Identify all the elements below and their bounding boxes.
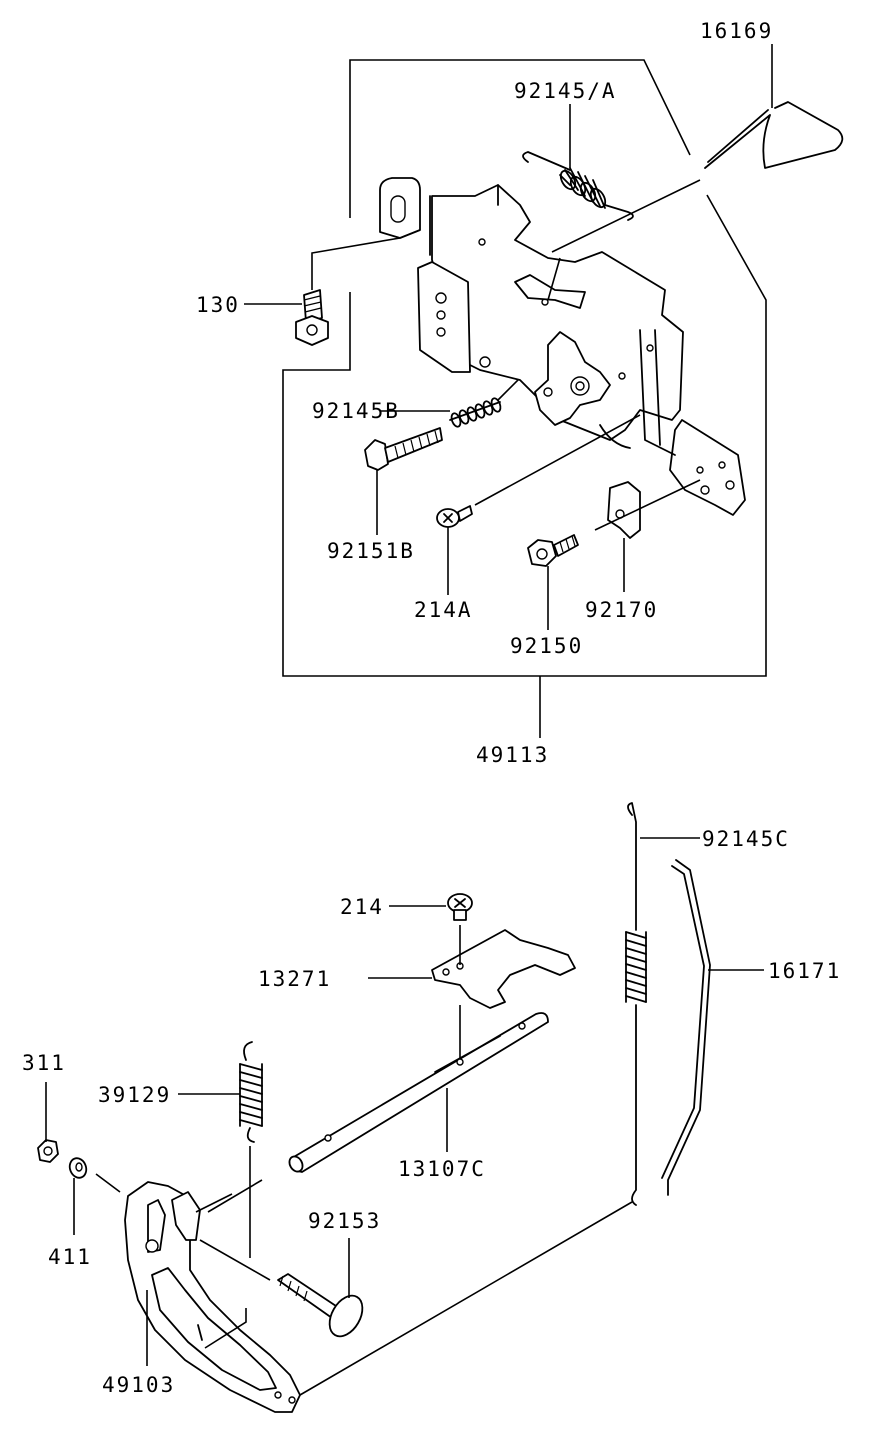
spring-92145b: [449, 397, 502, 428]
label-92150: 92150: [510, 634, 583, 658]
assembly-49113: [244, 44, 844, 738]
label-92145b: 92145B: [312, 399, 400, 423]
screw-214a: [436, 505, 473, 528]
bolt-130: [295, 289, 329, 346]
label-92170: 92170: [585, 598, 658, 622]
rod-16171: [661, 859, 711, 1196]
link-16169: [704, 101, 844, 169]
label-214: 214: [340, 895, 384, 919]
label-49103: 49103: [102, 1373, 175, 1397]
label-92145a: 92145/A: [514, 79, 617, 103]
label-13107c: 13107C: [398, 1157, 486, 1181]
label-92151b: 92151B: [327, 539, 415, 563]
label-311: 311: [22, 1051, 66, 1075]
label-16171: 16171: [768, 959, 841, 983]
spring-39129: [239, 1041, 263, 1143]
label-130: 130: [196, 293, 240, 317]
shaft-13107c: [288, 1012, 549, 1173]
bolt-92150: [527, 534, 579, 567]
spring-92145c: [625, 802, 647, 1206]
label-39129: 39129: [98, 1083, 171, 1107]
guide-lines-lower: [95, 925, 633, 1396]
label-16169: 16169: [700, 19, 773, 43]
spring-92145a: [522, 151, 634, 221]
lever-49103: [124, 1181, 301, 1413]
label-92145c: 92145C: [702, 827, 790, 851]
label-13271: 13271: [258, 967, 331, 991]
guide-lines-upper: [311, 179, 701, 531]
assembly-boundary: [282, 59, 767, 677]
screw-92151b: [364, 427, 443, 471]
label-49113: 49113: [476, 743, 549, 767]
pin-92153: [277, 1273, 364, 1338]
plate-13271: [431, 929, 576, 1009]
label-214a: 214A: [414, 598, 473, 622]
washer-411: [68, 1157, 88, 1179]
part-labels: 16169 92145/A 130 92145B 92151B 214A 921…: [22, 19, 841, 1397]
lower-assembly: [37, 802, 764, 1413]
label-92153: 92153: [308, 1209, 381, 1233]
label-411: 411: [48, 1245, 92, 1269]
screw-214: [447, 893, 473, 921]
control-bracket: [379, 177, 746, 516]
nut-311: [37, 1139, 59, 1163]
